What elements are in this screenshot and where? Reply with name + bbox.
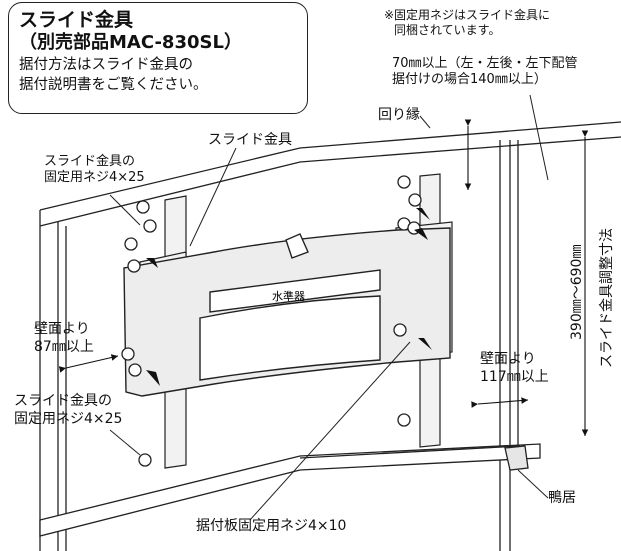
screw-included-note-line2: 同梱されています。 (394, 23, 501, 37)
dimension-lines (58, 119, 589, 436)
screws (121, 175, 422, 467)
plate-screw-label: 据付板固定用ネジ4×10 (196, 518, 347, 534)
upper-screw-label: スライド金具の 固定用ネジ4×25 (44, 154, 145, 186)
ceiling-rim-label: 回り縁 (378, 107, 420, 123)
screw-arrows (146, 208, 432, 386)
leader-lines (109, 94, 549, 521)
wall-right-frame (499, 140, 519, 551)
dimension-range-label: 390㎜〜690㎜ (569, 244, 585, 340)
level-label: 水準器 (272, 289, 305, 303)
dimension-name-label: スライド金具調整寸法 (599, 228, 615, 368)
callout-note-line1: 据付方法はスライド金具の (19, 57, 193, 73)
slide-bracket-callout: スライド金具 （別売部品MAC-830SL） 据付方法はスライド金具の 据付説明… (8, 2, 308, 114)
screw-included-note: ※固定用ネジはスライド金具に 同梱されています。 (384, 8, 550, 38)
left-wall-line1: 壁面より (34, 321, 90, 337)
left-wall-clearance-label: 壁面より 87㎜以上 (34, 320, 94, 356)
top-clearance-line2: 据付けの場合140㎜以上） (392, 72, 547, 87)
right-wall-line2: 117㎜以上 (480, 369, 549, 385)
callout-part-number: （別売部品MAC-830SL） (19, 32, 242, 53)
lower-screw-line1: スライド金具の (14, 393, 112, 409)
lintel (39, 443, 541, 537)
ceiling-rim (39, 121, 621, 227)
slide-bracket-label: スライド金具 (208, 132, 292, 148)
top-clearance-label: 70㎜以上（左・左後・左下配管 据付けの場合140㎜以上） (392, 56, 578, 88)
lower-screw-line2: 固定用ネジ4×25 (14, 411, 123, 427)
upper-screw-line2: 固定用ネジ4×25 (44, 170, 145, 185)
left-wall-line2: 87㎜以上 (34, 339, 94, 355)
mounting-plate (123, 227, 451, 397)
lintel-label: 鴨居 (548, 490, 576, 506)
wall-left-frame (39, 222, 67, 551)
callout-title: スライド金具 (19, 9, 134, 31)
callout-note-line2: 据付説明書をご覧ください。 (19, 77, 208, 93)
top-clearance-line1: 70㎜以上（左・左後・左下配管 (392, 56, 578, 71)
upper-screw-line1: スライド金具の (44, 154, 136, 169)
lower-screw-label: スライド金具の 固定用ネジ4×25 (14, 392, 122, 428)
screw-included-note-line1: ※固定用ネジはスライド金具に (384, 8, 551, 22)
right-wall-line1: 壁面より (480, 351, 536, 367)
right-wall-clearance-label: 壁面より 117㎜以上 (480, 350, 549, 386)
